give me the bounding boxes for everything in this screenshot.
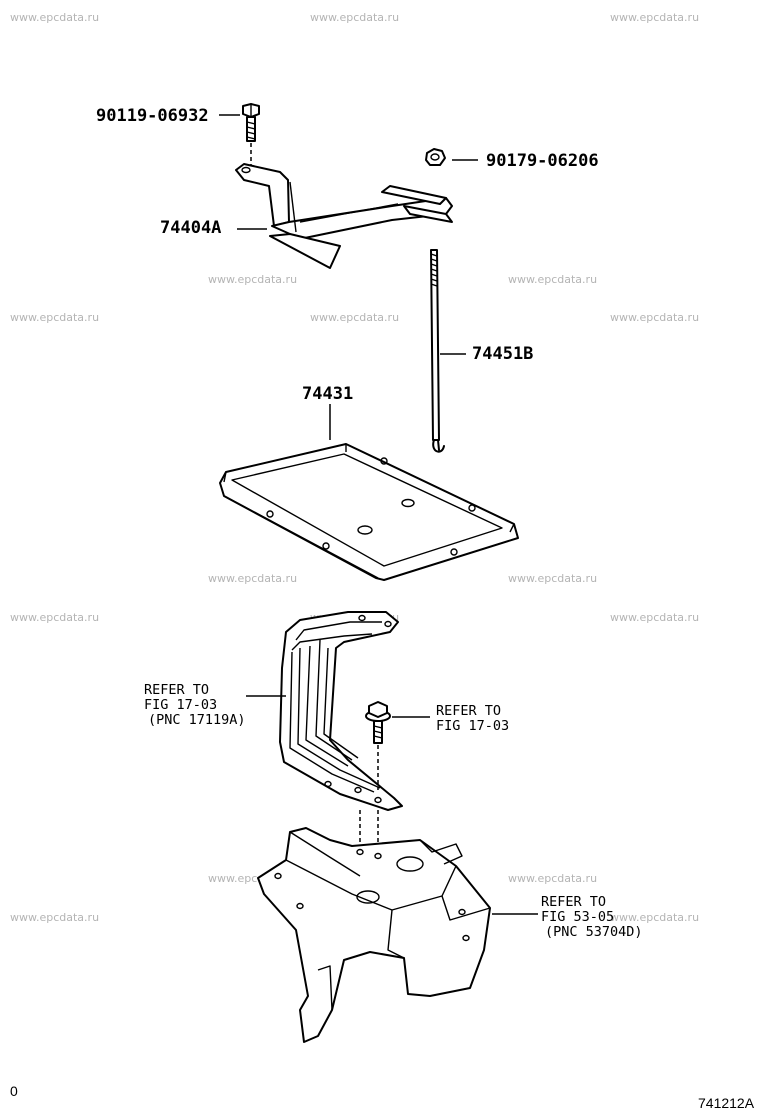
watermarks: www.epcdata.ru www.epcdata.ru www.epcdat…	[10, 11, 699, 924]
watermark: www.epcdata.ru	[610, 911, 699, 924]
watermark: www.epcdata.ru	[310, 11, 399, 24]
watermark: www.epcdata.ru	[610, 611, 699, 624]
clamp-bracket	[235, 163, 453, 269]
hold-down-rod	[430, 249, 445, 453]
reference-label-line3: (PNC 53704D)	[545, 924, 643, 940]
reference-label-line2: FIG 17-03	[436, 718, 509, 734]
reference-label-line1: REFER TO	[144, 682, 209, 698]
battery-base-support	[257, 827, 491, 1043]
footer-left-code: 0	[10, 1083, 18, 1099]
watermark: www.epcdata.ru	[208, 273, 297, 286]
watermark: www.epcdata.ru	[10, 311, 99, 324]
part-number-nut: 90179-06206	[486, 151, 599, 171]
reference-label-line3: (PNC 17119A)	[148, 712, 246, 728]
footer-figure-code: 741212A	[698, 1095, 755, 1111]
part-number-rod: 74451B	[472, 344, 533, 364]
watermark: www.epcdata.ru	[10, 911, 99, 924]
hex-nut-icon	[425, 148, 446, 166]
watermark: www.epcdata.ru	[10, 611, 99, 624]
watermark: www.epcdata.ru	[610, 311, 699, 324]
reference-label-line2: FIG 17-03	[144, 697, 217, 713]
part-number-bolt: 90119-06932	[96, 106, 209, 126]
flange-bolt-icon	[365, 701, 391, 744]
watermark: www.epcdata.ru	[310, 311, 399, 324]
watermark: www.epcdata.ru	[610, 11, 699, 24]
watermark: www.epcdata.ru	[208, 572, 297, 585]
battery-carrier-bracket	[279, 611, 403, 811]
watermark: www.epcdata.ru	[508, 572, 597, 585]
battery-tray	[219, 443, 519, 581]
part-number-clamp: 74404A	[160, 218, 221, 238]
watermark: www.epcdata.ru	[508, 872, 597, 885]
reference-label-line1: REFER TO	[436, 703, 501, 719]
hex-bolt-icon	[242, 103, 260, 142]
watermark: www.epcdata.ru	[10, 11, 99, 24]
part-number-tray: 74431	[302, 384, 353, 404]
reference-label-line2: FIG 53-05	[541, 909, 614, 925]
reference-label-line1: REFER TO	[541, 894, 606, 910]
watermark: www.epcdata.ru	[508, 273, 597, 286]
